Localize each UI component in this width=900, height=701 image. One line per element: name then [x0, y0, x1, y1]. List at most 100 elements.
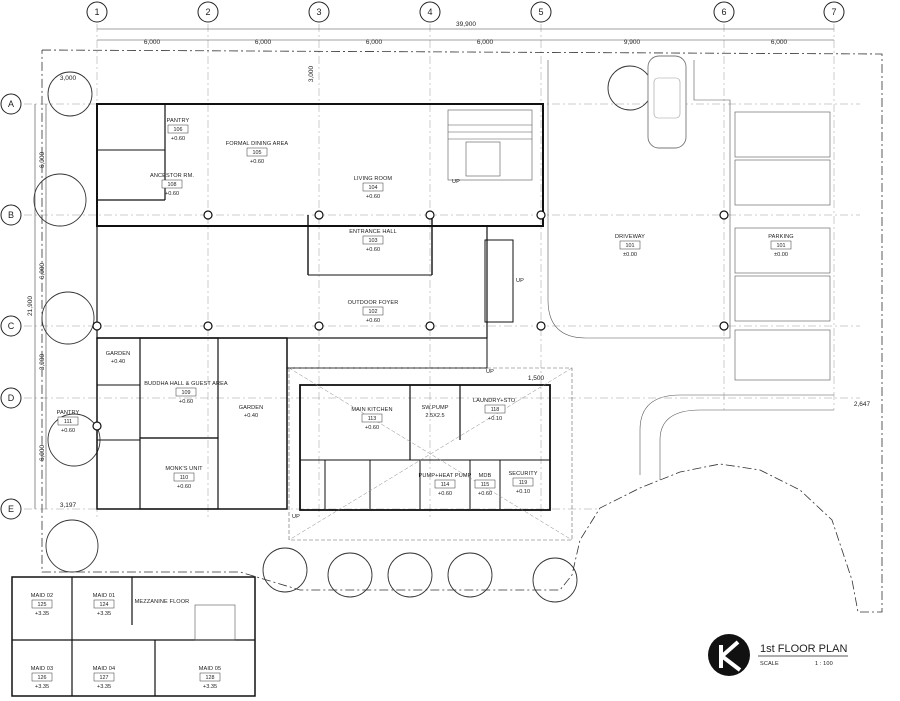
svg-text:103: 103: [369, 238, 378, 244]
svg-text:+0.60: +0.60: [177, 484, 191, 490]
svg-text:+0.60: +0.60: [165, 191, 179, 197]
scale-label: SCALE: [760, 661, 779, 667]
svg-text:+0.60: +0.60: [61, 428, 75, 434]
svg-text:C: C: [8, 321, 15, 331]
svg-text:+0.40: +0.40: [244, 413, 258, 419]
svg-text:115: 115: [481, 482, 490, 488]
column-grid-bubbles: 1 2 3 4 5 6 7: [86, 1, 845, 23]
car-outline: [647, 55, 687, 149]
room-security-119: SECURITY 119 +0.10: [508, 471, 537, 495]
inset-room-maid-01: MAID 01 124 +3.35: [93, 593, 115, 617]
svg-text:118: 118: [491, 407, 500, 413]
svg-text:3: 3: [316, 7, 321, 17]
grid-bubble-4: 4: [419, 1, 441, 23]
svg-text:101: 101: [626, 243, 635, 249]
room-garden-central: GARDEN +0.40: [239, 405, 263, 419]
svg-text:+0.60: +0.60: [171, 136, 185, 142]
svg-text:9,900: 9,900: [624, 39, 641, 46]
svg-text:SW.PUMP: SW.PUMP: [421, 405, 448, 411]
overall-depth-dimension: 21,900: [27, 296, 34, 316]
svg-text:6,000: 6,000: [366, 39, 383, 46]
svg-text:127: 127: [100, 675, 109, 681]
grid-bubble-2: 2: [197, 1, 219, 23]
room-sw-pump: SW.PUMP 2.5X2.5: [421, 405, 448, 419]
svg-text:109: 109: [182, 390, 191, 396]
grid-bubble-d: D: [0, 387, 22, 409]
svg-text:2.5X2.5: 2.5X2.5: [425, 413, 444, 419]
svg-text:3,000: 3,000: [60, 75, 77, 82]
svg-text:+0.10: +0.10: [488, 416, 502, 422]
svg-text:MAID 05: MAID 05: [199, 666, 221, 672]
svg-text:BUDDHA HALL & GUEST AREA: BUDDHA HALL & GUEST AREA: [144, 381, 228, 387]
svg-text:6,000: 6,000: [255, 39, 272, 46]
svg-text:105: 105: [253, 150, 262, 156]
svg-text:PARKING: PARKING: [768, 234, 793, 240]
inset-room-maid-02: MAID 02 125 +3.35: [31, 593, 53, 617]
svg-text:2: 2: [205, 7, 210, 17]
svg-text:B: B: [8, 210, 14, 220]
svg-text:128: 128: [206, 675, 215, 681]
room-parking-101: PARKING 101 ±0.00: [768, 234, 793, 258]
building-walls: [96, 103, 573, 541]
svg-text:+0.60: +0.60: [366, 318, 380, 324]
svg-text:6: 6: [721, 7, 726, 17]
dimension-texts: 39,900 6,000 6,000 6,000 6,000 9,900 6,0…: [27, 21, 871, 509]
inset-room-maid-03: MAID 03 126 +3.35: [31, 666, 53, 690]
svg-text:+0.60: +0.60: [250, 159, 264, 165]
svg-text:MDB: MDB: [479, 473, 492, 479]
room-pump-heat-pump-114: PUMP+HEAT PUMP 114 +0.60: [419, 473, 472, 497]
room-entrance-hall-103: ENTRANCE HALL 103 +0.60: [349, 229, 397, 253]
svg-text:E: E: [8, 504, 14, 514]
grid-bubble-a: A: [0, 93, 22, 115]
svg-text:SECURITY: SECURITY: [508, 471, 537, 477]
driveway-area: [547, 60, 834, 480]
svg-text:LAUNDRY+STO.: LAUNDRY+STO.: [473, 398, 517, 404]
svg-text:MAID 02: MAID 02: [31, 593, 53, 599]
svg-text:GARDEN: GARDEN: [106, 351, 131, 357]
svg-text:119: 119: [519, 480, 528, 486]
svg-text:LIVING ROOM: LIVING ROOM: [354, 176, 393, 182]
svg-text:113: 113: [368, 416, 377, 422]
room-main-kitchen-113: MAIN KITCHEN 113 +0.60: [351, 407, 392, 431]
up-annotations: UP UP UP UP: [292, 179, 524, 520]
title-block: 1st FLOOR PLAN SCALE 1 : 100: [708, 634, 848, 676]
svg-text:UP: UP: [292, 514, 300, 520]
room-laundry-118: LAUNDRY+STO. 118 +0.10: [473, 398, 517, 422]
scale-value: 1 : 100: [815, 661, 833, 667]
room-driveway-101: DRIVEWAY 101 ±0.00: [615, 234, 645, 258]
svg-text:+0.60: +0.60: [438, 491, 452, 497]
svg-text:D: D: [8, 393, 15, 403]
svg-text:PANTRY: PANTRY: [57, 410, 80, 416]
svg-text:PANTRY: PANTRY: [167, 118, 190, 124]
svg-text:+0.40: +0.40: [111, 359, 125, 365]
svg-text:6,000: 6,000: [477, 39, 494, 46]
grid-bubble-6: 6: [713, 1, 735, 23]
svg-text:+3.35: +3.35: [35, 611, 49, 617]
structural-columns: [92, 210, 729, 431]
grid-bubble-b: B: [0, 204, 22, 226]
inset-room-maid-05: MAID 05 128 +3.35: [199, 666, 221, 690]
svg-text:MAID 04: MAID 04: [93, 666, 115, 672]
room-garden-west: GARDEN +0.40: [106, 351, 131, 365]
svg-text:6,000: 6,000: [144, 39, 161, 46]
svg-text:DRIVEWAY: DRIVEWAY: [615, 234, 645, 240]
svg-text:+0.60: +0.60: [478, 491, 492, 497]
drawing-title: 1st FLOOR PLAN: [760, 643, 847, 655]
room-pantry-111: PANTRY 111 +0.60: [57, 410, 80, 434]
svg-text:4: 4: [427, 7, 432, 17]
svg-text:2,647: 2,647: [854, 401, 871, 408]
svg-text:+0.60: +0.60: [365, 425, 379, 431]
svg-text:7: 7: [831, 7, 836, 17]
svg-text:+3.35: +3.35: [35, 684, 49, 690]
svg-text:MEZZANINE FLOOR: MEZZANINE FLOOR: [135, 599, 190, 605]
grid-bubble-c: C: [0, 315, 22, 337]
property-boundary: [41, 49, 883, 613]
svg-text:3,197: 3,197: [60, 502, 77, 509]
grid-bubble-1: 1: [86, 1, 108, 23]
svg-text:OUTDOOR FOYER: OUTDOOR FOYER: [348, 300, 399, 306]
svg-text:6,000: 6,000: [39, 444, 46, 461]
svg-text:MAID 03: MAID 03: [31, 666, 53, 672]
svg-text:3,000: 3,000: [308, 65, 315, 82]
svg-text:125: 125: [38, 602, 47, 608]
